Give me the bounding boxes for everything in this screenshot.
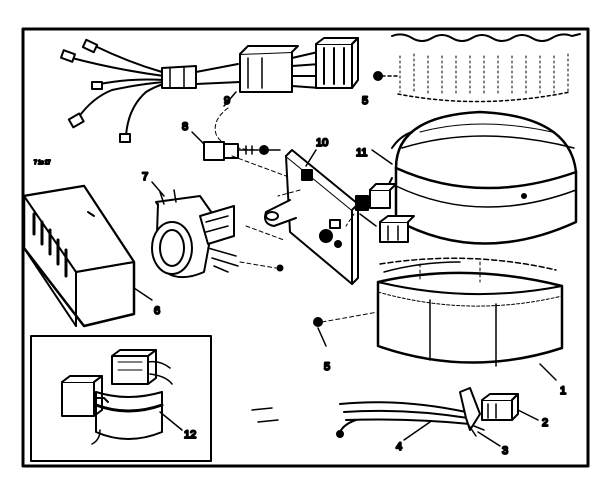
callout-8: 8 (182, 121, 188, 133)
callout-3: 3 (502, 445, 508, 457)
thermostat-part (191, 131, 281, 161)
callout-11: 11 (356, 147, 367, 159)
callout-2: 2 (542, 417, 548, 429)
power-cord (336, 387, 539, 447)
callout-12: 12 (184, 429, 196, 441)
cover-box (22, 184, 153, 328)
misc-strokes (251, 407, 341, 467)
heating-element-band (313, 257, 564, 381)
housing-top-edge (373, 33, 581, 103)
callout-5-top: 5 (362, 95, 368, 107)
callout-9: 9 (224, 95, 230, 107)
callout-4: 4 (396, 441, 402, 453)
relay-part (151, 181, 284, 279)
wiring-harness (59, 37, 359, 151)
inset-detail-box (30, 335, 212, 462)
corner-code: 7 1s 17 (34, 160, 51, 166)
callout-10: 10 (316, 137, 328, 149)
callout-7: 7 (142, 171, 148, 183)
callout-6: 6 (154, 305, 160, 317)
callout-5-lower: 5 (324, 361, 330, 373)
dome-heater (345, 110, 578, 245)
callout-1: 1 (560, 385, 566, 397)
